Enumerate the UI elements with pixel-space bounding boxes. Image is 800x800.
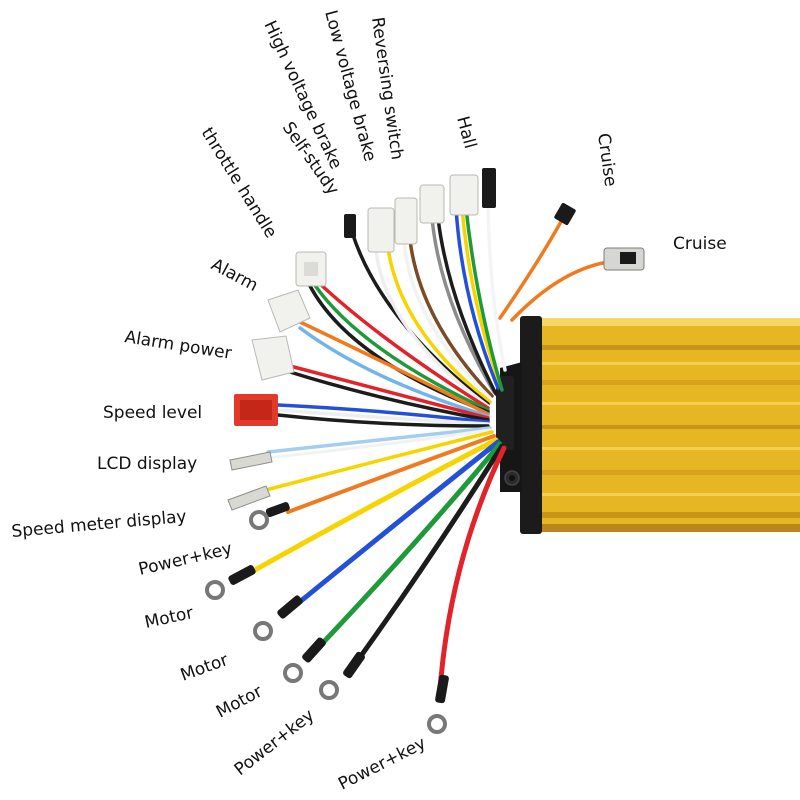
reversing-switch-connector xyxy=(419,184,445,224)
label-cruise-rotated: Cruise xyxy=(593,132,620,188)
label-power-key-2: Power+key xyxy=(231,705,318,779)
ring-terminal-power-key-1 xyxy=(249,502,290,530)
alarm-connector xyxy=(267,289,311,333)
wire-power-key-1-orange xyxy=(286,434,496,514)
label-hall: Hall xyxy=(452,114,480,151)
alarm-power-connector xyxy=(251,335,295,381)
wire-cruise-upper xyxy=(498,216,565,320)
controller-housing xyxy=(530,318,800,532)
cruise-connector-upper xyxy=(554,202,576,226)
label-power-key-3: Power+key xyxy=(335,733,429,794)
wire-throttle-red xyxy=(316,280,490,410)
wire-motor-1-yellow xyxy=(243,437,499,578)
ring-terminal-motor-2 xyxy=(253,595,303,641)
label-throttle-handle: throttle handle xyxy=(197,124,281,242)
end-cap xyxy=(496,316,542,534)
wire-cruise-right xyxy=(510,260,610,322)
wire-speed-meter-yellow xyxy=(264,430,494,492)
wire-motor-3-green xyxy=(315,441,503,651)
ring-terminal-power-key-2 xyxy=(319,651,365,700)
label-motor-3: Motor xyxy=(213,682,266,723)
wire-high-brake-yellow xyxy=(386,246,492,404)
wire-lcd-lightblue xyxy=(266,426,492,454)
self-study-connector xyxy=(344,214,356,238)
wire-hall-white xyxy=(486,204,507,372)
speed-meter-display-pin xyxy=(227,485,271,511)
label-speed-meter-display: Speed meter display xyxy=(11,507,188,542)
label-motor-2: Motor xyxy=(178,650,231,686)
hall-connector xyxy=(449,174,479,216)
label-lcd-display: LCD display xyxy=(97,454,197,474)
label-motor-1: Motor xyxy=(143,603,195,633)
label-alarm-power: Alarm power xyxy=(123,327,233,364)
wire-power-key-2-black xyxy=(355,443,505,663)
wire-speed-level-blue xyxy=(276,403,490,424)
lcd-display-pin xyxy=(229,451,273,471)
connectors xyxy=(227,168,645,511)
wire-reversing-gray xyxy=(430,216,496,394)
ring-terminal-power-key-3 xyxy=(427,674,449,734)
wire-alarm-orange xyxy=(298,320,490,416)
wire-low-brake-white xyxy=(402,238,492,400)
wire-hall-yellow xyxy=(460,206,502,387)
label-alarm: Alarm xyxy=(208,255,262,296)
wire-hall-green xyxy=(464,206,504,392)
wire-motor-2-blue xyxy=(293,439,501,608)
label-power-key-1: Power+key xyxy=(137,539,234,580)
wire-low-brake-brown xyxy=(408,238,494,398)
ring-terminals xyxy=(205,502,449,734)
ring-terminal-motor-3 xyxy=(283,637,326,683)
wire-throttle-green xyxy=(312,282,490,412)
wire-hall-blue xyxy=(454,206,500,390)
high-voltage-brake-connector xyxy=(367,207,395,253)
wire-lcd-white xyxy=(264,428,492,460)
low-voltage-brake-connector xyxy=(394,197,418,245)
wire-speed-level-black xyxy=(276,413,490,428)
wire-power-key-3-red xyxy=(437,445,507,693)
wires xyxy=(243,204,610,693)
label-speed-level: Speed level xyxy=(103,403,202,423)
hall-connector-black xyxy=(482,168,496,208)
label-cruise: Cruise xyxy=(673,234,727,254)
wire-reversing-black xyxy=(436,216,498,396)
wire-alarm-blue xyxy=(298,326,490,418)
wire-speed-level-white xyxy=(276,408,490,426)
wire-alarm-power-black xyxy=(288,370,490,422)
wire-alarm-power-red xyxy=(288,364,490,420)
ring-terminal-motor-1 xyxy=(205,565,256,600)
wire-self-study-white xyxy=(374,248,490,408)
